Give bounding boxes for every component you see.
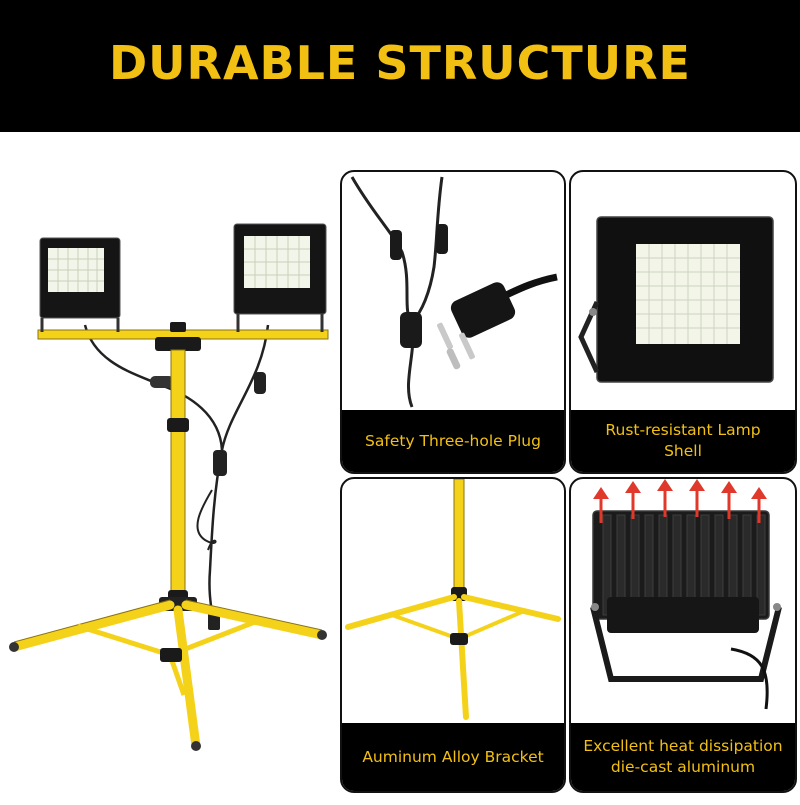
feature-card-plug: Safety Three-hole Plug <box>340 170 566 474</box>
lamp-shell-image <box>578 216 774 383</box>
feature-card-shell: Rust-resistant Lamp Shell <box>569 170 797 474</box>
feature-card-bracket: Auminum Alloy Bracket <box>340 477 566 793</box>
heat-caption: Excellent heat dissipation die-cast alum… <box>571 723 795 791</box>
header-banner: DURABLE STRUCTURE <box>0 0 800 132</box>
plug-image <box>350 176 558 408</box>
bracket-image <box>345 479 561 720</box>
heat-sink-image <box>590 479 782 710</box>
plug-caption: Safety Three-hole Plug <box>342 410 564 472</box>
shell-caption: Rust-resistant Lamp Shell <box>571 410 795 472</box>
product-main-image <box>0 150 335 800</box>
bracket-caption: Auminum Alloy Bracket <box>342 723 564 791</box>
page-title: DURABLE STRUCTURE <box>109 36 691 90</box>
feature-card-heat: Excellent heat dissipation die-cast alum… <box>569 477 797 793</box>
